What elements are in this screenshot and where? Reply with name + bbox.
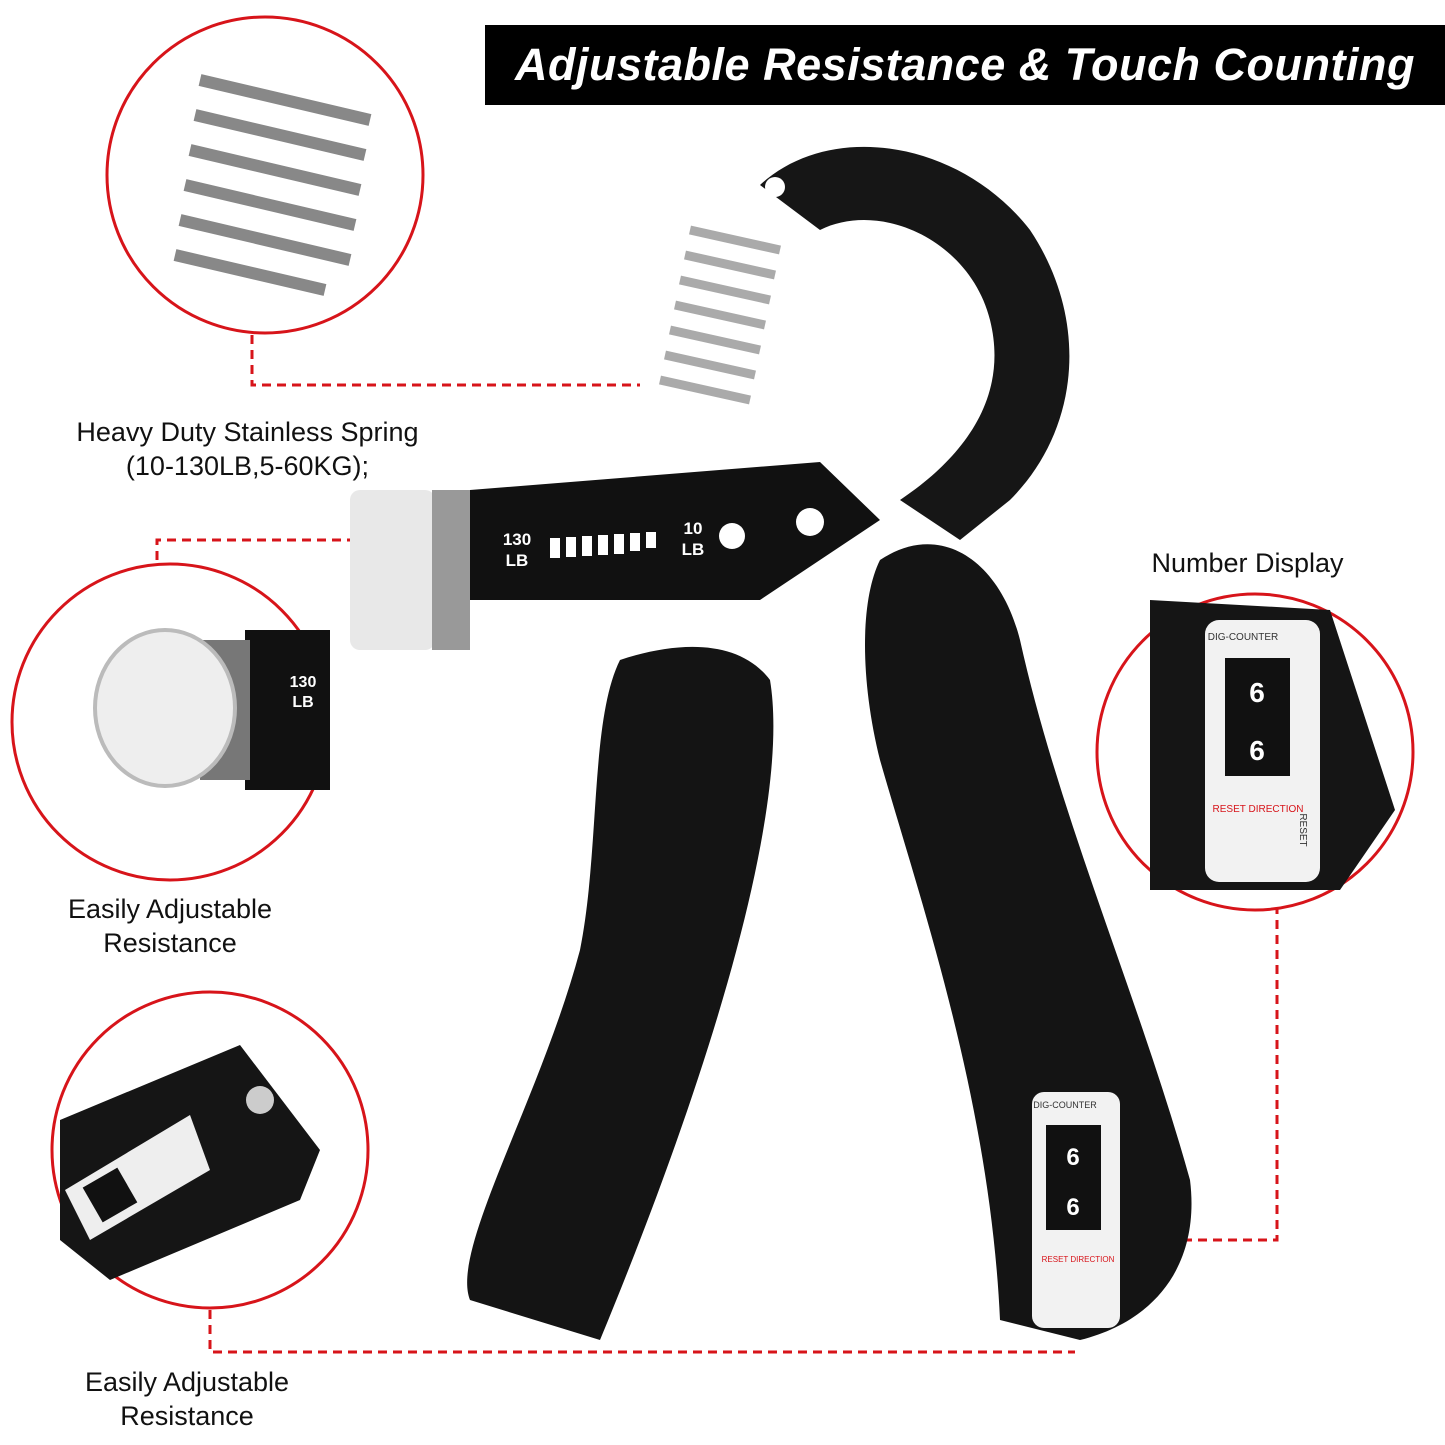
closeup-counter-digit: 6 (1249, 677, 1265, 708)
spring-detail-circle (105, 15, 425, 335)
adjust-caption-2: Easily Adjustable Resistance (84, 1367, 290, 1431)
resistance-scale (550, 532, 656, 558)
spring (659, 225, 781, 405)
counter-digit: 6 (1066, 1194, 1079, 1221)
min-unit: LB (682, 540, 705, 559)
spring-closeup (173, 74, 372, 296)
closeup-counter-label: DIG-COUNTER (1208, 632, 1279, 643)
min-value: 10 (684, 519, 703, 538)
closeup-counter-digit: 6 (1249, 735, 1265, 766)
closeup-reset-direction: RESET DIRECTION (1213, 804, 1304, 815)
title-banner: Adjustable Resistance & Touch Counting (485, 25, 1445, 105)
spring-caption-line1: Heavy Duty Stainless Spring (76, 417, 419, 447)
bottom-closeup (60, 1045, 320, 1280)
hand-gripper: 130 LB 10 LB DIG-COUNTER 6 6 RESET DIREC… (350, 146, 1192, 1340)
title: Adjustable Resistance & Touch Counting (515, 39, 1415, 90)
spring-caption: Heavy Duty Stainless Spring (10-130LB,5-… (55, 415, 440, 483)
counter-label: DIG-COUNTER (1033, 1100, 1097, 1110)
max-value: 130 (503, 530, 531, 549)
closeup-reset-label: RESET (1297, 813, 1308, 846)
number-display-caption: Number Display (1151, 548, 1344, 578)
knob-max-value: 130 (290, 674, 317, 691)
adjust-caption-1: Easily Adjustable Resistance (67, 894, 273, 958)
knob-max-unit: LB (292, 694, 313, 711)
spring-caption-line2: (10-130LB,5-60KG); (125, 451, 370, 481)
knob-closeup: 130 LB (93, 628, 330, 790)
max-unit: LB (506, 551, 529, 570)
reset-direction-label: RESET DIRECTION (1042, 1255, 1115, 1264)
counter-digit: 6 (1066, 1144, 1079, 1171)
counter-closeup: DIG-COUNTER 6 6 RESET DIRECTION RESET (1150, 600, 1395, 890)
connector-lines (155, 335, 1279, 1354)
